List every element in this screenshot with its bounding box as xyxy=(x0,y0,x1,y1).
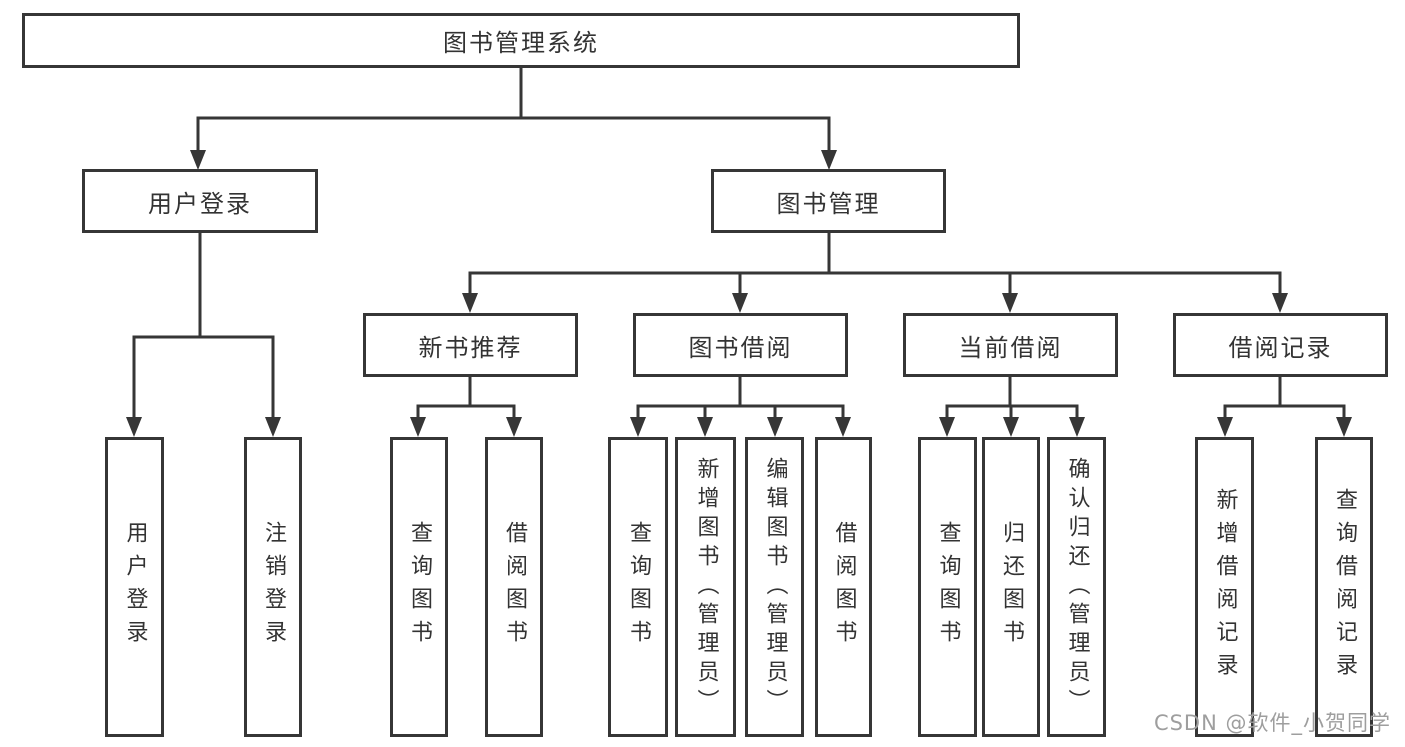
connector-borrowing-records-to-leaves xyxy=(1223,373,1346,425)
connector-book-borrowing-to-leaves xyxy=(636,373,845,425)
connector-root-to-level1 xyxy=(196,64,831,158)
node-library-system: 图书管理系统 xyxy=(22,13,1020,68)
leaf-records-query-record: 查询借阅记录 xyxy=(1315,437,1373,737)
leaf-current-confirm-return-admin: 确认归还（管理员） xyxy=(1047,437,1106,737)
leaf-recommend-query-books-label: 查询图书 xyxy=(407,521,432,653)
leaf-recommend-borrow-books-label: 借阅图书 xyxy=(502,521,527,653)
node-book-management: 图书管理 xyxy=(711,169,946,233)
leaf-current-confirm-return-admin-label: 确认归还（管理员） xyxy=(1064,456,1090,718)
node-book-management-label: 图书管理 xyxy=(776,189,881,218)
leaf-borrowing-edit-books-admin-label: 编辑图书（管理员） xyxy=(762,456,788,718)
node-current-borrowing: 当前借阅 xyxy=(903,313,1118,377)
leaf-user-login: 用户登录 xyxy=(105,437,164,737)
leaf-borrowing-add-books-admin-label: 新增图书（管理员） xyxy=(693,456,719,718)
leaf-borrowing-borrow-books-label: 借阅图书 xyxy=(831,521,857,653)
connector-current-borrowing-to-leaves xyxy=(945,373,1079,425)
connector-new-book-recommend-to-leaves xyxy=(416,373,516,425)
node-user-login-branch: 用户登录 xyxy=(82,169,318,233)
leaf-current-query-books-label: 查询图书 xyxy=(935,521,961,653)
leaf-logout: 注销登录 xyxy=(244,437,302,737)
node-book-borrowing-label: 图书借阅 xyxy=(688,333,793,362)
leaf-current-return-books-label: 归还图书 xyxy=(999,521,1024,653)
connector-book-management-to-level2 xyxy=(468,229,1282,301)
leaf-borrowing-query-books-label: 查询图书 xyxy=(626,521,651,653)
leaf-recommend-borrow-books: 借阅图书 xyxy=(485,437,543,737)
connector-user-login-to-leaves xyxy=(132,229,275,425)
node-current-borrowing-label: 当前借阅 xyxy=(958,333,1063,362)
leaf-records-query-record-label: 查询借阅记录 xyxy=(1332,488,1357,686)
leaf-current-return-books: 归还图书 xyxy=(982,437,1040,737)
node-library-system-label: 图书管理系统 xyxy=(443,29,599,57)
leaf-records-add-record-label: 新增借阅记录 xyxy=(1212,488,1238,686)
node-borrowing-records: 借阅记录 xyxy=(1173,313,1388,377)
node-book-borrowing: 图书借阅 xyxy=(633,313,848,377)
leaf-borrowing-add-books-admin: 新增图书（管理员） xyxy=(675,437,736,737)
watermark: CSDN @软件_小贺同学 xyxy=(1153,711,1391,735)
node-new-book-recommend: 新书推荐 xyxy=(363,313,578,377)
node-borrowing-records-label: 借阅记录 xyxy=(1228,333,1333,362)
leaf-recommend-query-books: 查询图书 xyxy=(390,437,448,737)
leaf-logout-label: 注销登录 xyxy=(261,521,286,653)
leaf-borrowing-query-books: 查询图书 xyxy=(608,437,668,737)
leaf-user-login-label: 用户登录 xyxy=(122,521,148,653)
leaf-current-query-books: 查询图书 xyxy=(918,437,977,737)
leaf-records-add-record: 新增借阅记录 xyxy=(1195,437,1254,737)
leaf-borrowing-borrow-books: 借阅图书 xyxy=(815,437,872,737)
node-new-book-recommend-label: 新书推荐 xyxy=(418,333,523,362)
node-user-login-branch-label: 用户登录 xyxy=(148,189,252,218)
leaf-borrowing-edit-books-admin: 编辑图书（管理员） xyxy=(745,437,804,737)
